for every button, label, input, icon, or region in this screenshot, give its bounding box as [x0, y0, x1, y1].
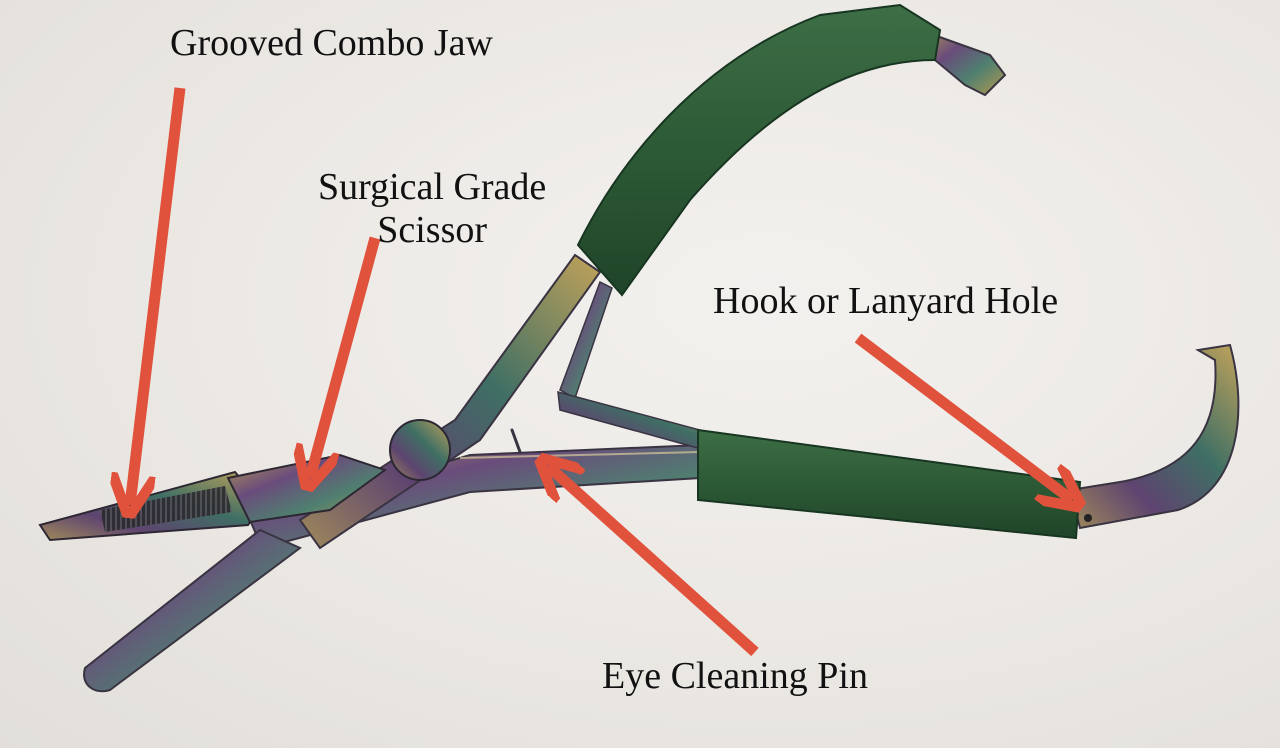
arrow-lanyard-hole: [854, 333, 1072, 500]
callout-eye-cleaning-pin: Eye Cleaning Pin: [602, 655, 868, 698]
callout-text: Hook or Lanyard Hole: [713, 280, 1059, 322]
callout-text: Grooved Combo Jaw: [170, 22, 493, 64]
callout-grooved-combo-jaw: Grooved Combo Jaw: [170, 22, 493, 65]
lanyard-hook: [1068, 343, 1240, 530]
arrow-eye-pin: [548, 466, 759, 657]
annotation-arrows: [130, 87, 1072, 657]
callout-surgical-grade-scissor: Surgical Grade Scissor: [318, 166, 546, 251]
arrow-grooved-jaw: [130, 87, 186, 505]
lower-grip: [697, 428, 1082, 540]
arrow-scissor: [310, 236, 381, 478]
lanyard-hole: [1084, 514, 1092, 522]
lower-jaw: [83, 528, 302, 693]
ratchet-lock: [557, 280, 701, 449]
callout-text-line-2: Scissor: [377, 208, 488, 251]
callout-hook-or-lanyard-hole: Hook or Lanyard Hole: [713, 280, 1058, 323]
pivot-joint: [389, 419, 451, 481]
upper-grip: [576, 3, 942, 297]
grooved-jaw: [38, 470, 264, 542]
callout-text: Eye Cleaning Pin: [602, 655, 868, 697]
eye-cleaning-pin: [510, 428, 522, 454]
callout-text-line-1: Surgical Grade: [318, 166, 547, 208]
